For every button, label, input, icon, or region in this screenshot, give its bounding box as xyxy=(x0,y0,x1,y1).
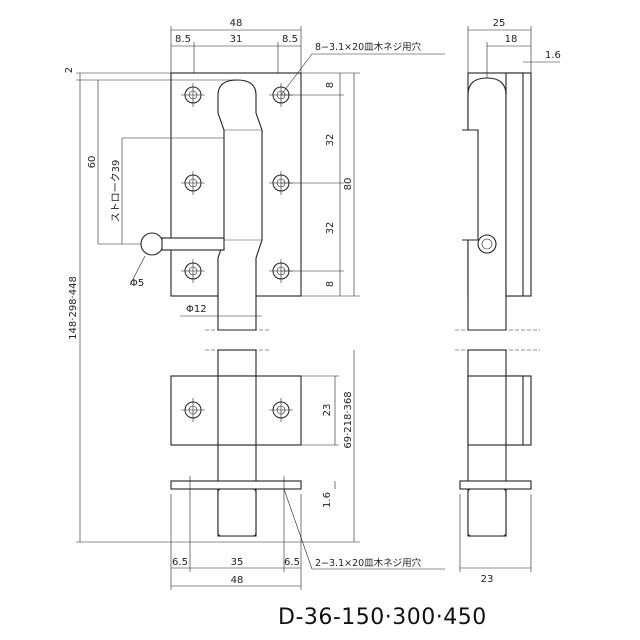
dim-catch-thickness: 1.6 xyxy=(322,492,333,508)
side-catch xyxy=(459,480,532,490)
dim-side-base-width: 23 xyxy=(481,574,494,585)
dim-edge-right: 8.5 xyxy=(282,34,298,45)
screw-hole xyxy=(181,398,205,422)
dim-lever-height: 60 xyxy=(87,156,98,169)
model-number: D-36-150·300·450 xyxy=(278,605,487,630)
dim-stroke: ストローク39 xyxy=(110,160,122,223)
screw-hole xyxy=(269,398,293,422)
dim-bottom-width: 48 xyxy=(231,575,244,586)
dim-bottom-edge-right: 6.5 xyxy=(284,557,300,568)
dim-total-length: 148·298·448 xyxy=(68,276,79,340)
catch-plate xyxy=(170,480,302,490)
dim-keeper-height: 23 xyxy=(322,404,333,417)
note-screw-top: 8−3.1×20皿木ネジ用穴 xyxy=(315,41,422,53)
side-view xyxy=(455,26,560,572)
note-screw-bottom: 2−3.1×20皿木ネジ用穴 xyxy=(315,557,422,569)
dim-side-plate-thickness: 1.6 xyxy=(545,50,561,61)
screw-hole xyxy=(181,259,205,283)
dim-pitch-mid2: 32 xyxy=(325,222,336,235)
front-view xyxy=(76,26,445,590)
dim-bottom-pitch: 35 xyxy=(231,557,244,568)
dim-bottom-edge-left: 6.5 xyxy=(172,557,188,568)
dimension-labels: 48 8.5 31 8.5 8−3.1×20皿木ネジ用穴 2 8 32 32 8… xyxy=(64,18,561,630)
dim-hole-pitch: 31 xyxy=(230,34,243,45)
screw-hole xyxy=(181,171,205,195)
screw-hole xyxy=(181,83,205,107)
dim-side-pin-offset: 18 xyxy=(505,34,518,45)
dim-keeper-length: 69·218·368 xyxy=(343,391,354,448)
dim-pitch-top: 8 xyxy=(325,82,336,88)
dim-knob-diameter: Φ5 xyxy=(130,278,144,289)
lever-arm xyxy=(161,237,225,251)
lever-knob xyxy=(140,232,164,256)
dim-pitch-bottom: 8 xyxy=(325,281,336,287)
dim-edge-left: 8.5 xyxy=(175,34,191,45)
dim-plate-height: 80 xyxy=(343,178,354,191)
dim-pitch-mid1: 32 xyxy=(325,134,336,147)
dim-side-depth: 25 xyxy=(493,18,506,29)
dim-top-offset: 2 xyxy=(64,67,75,73)
dim-width-total: 48 xyxy=(230,18,243,29)
side-knob xyxy=(477,234,497,254)
bolt-barrel xyxy=(217,79,263,331)
dim-pin-diameter: Φ12 xyxy=(186,304,207,315)
